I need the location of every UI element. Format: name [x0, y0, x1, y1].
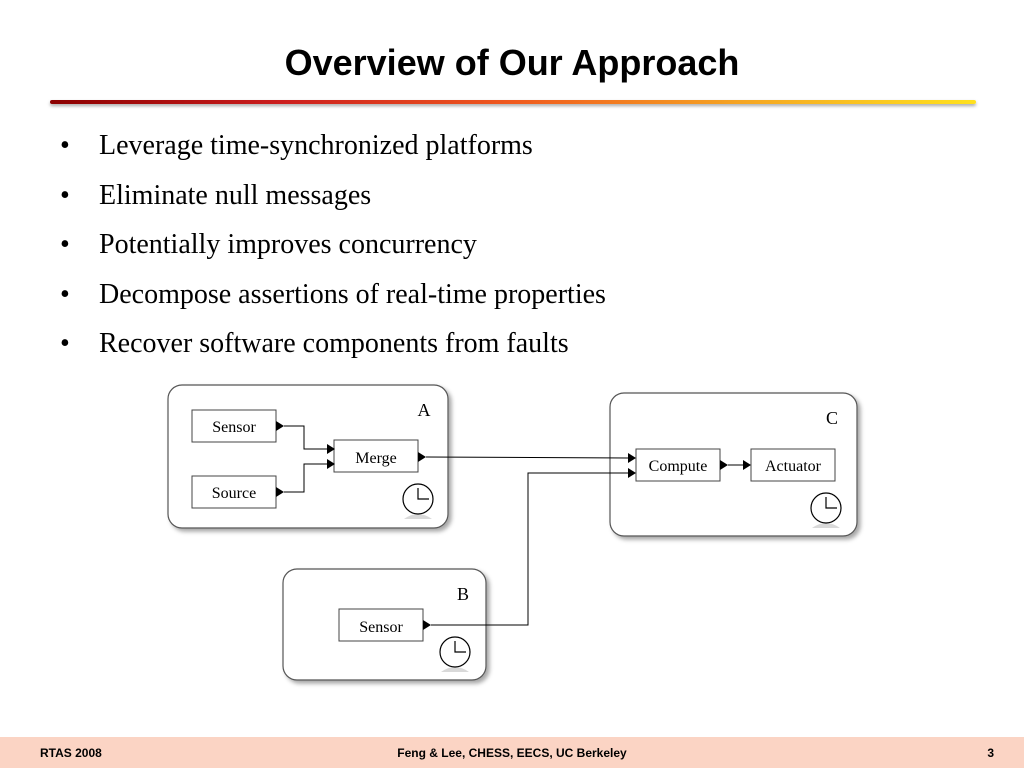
footer-page-number: 3	[987, 746, 994, 760]
bullet-dot: •	[60, 130, 70, 161]
bullet-list: • Leverage time-synchronized platforms • E…	[60, 128, 606, 376]
slide-title: Overview of Our Approach	[284, 42, 740, 83]
wire-source-merge	[284, 463, 327, 493]
bullet-item: • Decompose assertions of real-time prope…	[60, 277, 606, 327]
triangle-port-icon	[628, 468, 636, 478]
platform-c-label: C	[826, 408, 838, 428]
footer-bar: RTAS 2008 Feng & Lee, CHESS, EECS, UC Be…	[0, 737, 1024, 768]
triangle-port-icon	[327, 444, 335, 454]
triangle-port-icon	[276, 487, 284, 497]
wire-sensor-merge	[284, 425, 327, 450]
bullet-dot: •	[60, 278, 70, 310]
source-label: Source	[212, 485, 256, 502]
compute-label: Compute	[649, 458, 708, 475]
platform-c: C Compute Actuator	[609, 392, 858, 537]
footer-authors: Feng & Lee, CHESS, EECS, UC Berkeley	[397, 746, 627, 760]
bullet-dot: •	[60, 229, 70, 260]
bullet-text: Potentially improves concurrency	[99, 229, 477, 260]
bullet-text: Recover software components from faults	[99, 328, 569, 359]
wire-sensor-b-compute	[431, 472, 628, 626]
footer-conference: RTAS 2008	[40, 746, 102, 760]
bullet-item: • Recover software components from faults	[60, 326, 606, 376]
triangle-port-icon	[720, 460, 728, 470]
platform-b: B Sensor	[282, 568, 487, 681]
bullet-text: Leverage time-synchronized platforms	[99, 130, 533, 161]
triangle-port-icon	[276, 421, 284, 431]
triangle-port-icon	[423, 620, 431, 630]
platform-a-label: A	[418, 400, 431, 420]
bullet-item: • Potentially improves concurrency	[60, 227, 606, 277]
triangle-port-icon	[628, 453, 636, 463]
sensor-b-label: Sensor	[359, 619, 403, 636]
sensor-actor[interactable]: Sensor	[191, 409, 277, 443]
actuator-actor[interactable]: Actuator	[750, 448, 836, 482]
title-underline	[50, 100, 976, 104]
sensor-b-actor[interactable]: Sensor	[338, 608, 424, 642]
actuator-label: Actuator	[765, 458, 822, 475]
platform-a: A Sensor Source Merge	[167, 384, 449, 529]
triangle-port-icon	[743, 460, 751, 470]
compute-actor[interactable]: Compute	[635, 448, 721, 482]
merge-actor[interactable]: Merge	[333, 439, 419, 473]
triangle-port-icon	[327, 459, 335, 469]
bullet-text: Eliminate null messages	[99, 179, 372, 211]
bullet-dot: •	[60, 179, 70, 211]
sensor-label: Sensor	[212, 419, 256, 436]
bullet-item: • Leverage time-synchronized platforms	[60, 128, 606, 178]
bullet-text: Decompose assertions of real-time proper…	[99, 278, 606, 310]
bullet-item: • Eliminate null messages	[60, 178, 606, 228]
source-actor[interactable]: Source	[191, 475, 277, 509]
wire-merge-compute	[425, 456, 629, 459]
platform-b-label: B	[457, 584, 469, 604]
merge-label: Merge	[355, 450, 396, 467]
bullet-dot: •	[60, 328, 70, 359]
triangle-port-icon	[418, 452, 426, 462]
